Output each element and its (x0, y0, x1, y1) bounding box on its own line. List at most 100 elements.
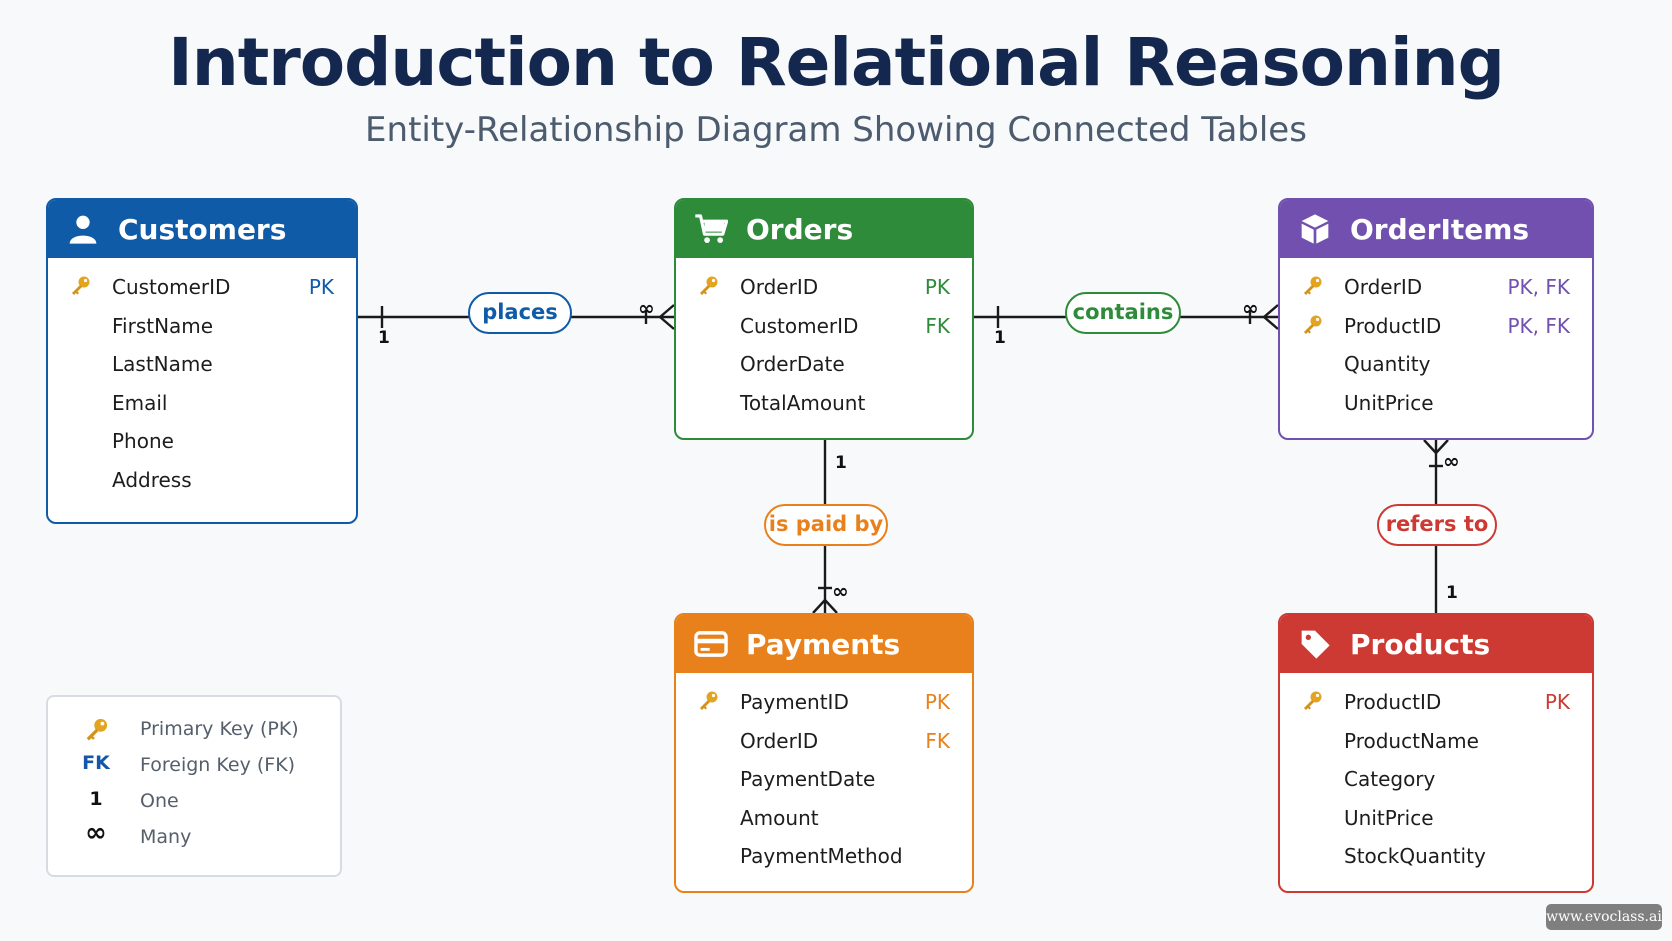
field-name: ProductID (1344, 690, 1442, 714)
relationship-label: places (468, 292, 572, 334)
field-row: StockQuantity (1280, 835, 1592, 874)
field-name: CustomerID (740, 313, 859, 338)
table-header: OrderItems (1280, 200, 1592, 258)
key-tag: PK (924, 275, 950, 299)
legend-row-fk: FK Foreign Key (FK) (48, 750, 340, 780)
table-title: Customers (118, 212, 287, 246)
field-name: Phone (112, 429, 174, 453)
crowfoot-mark (1263, 316, 1279, 330)
crowfoot-mark (1263, 304, 1279, 318)
field-row: PaymentMethod (676, 835, 972, 874)
crowfoot-mark (812, 599, 826, 614)
field-name: PaymentMethod (740, 844, 903, 868)
key-icon (1300, 274, 1324, 298)
relationship-label: contains (1065, 292, 1181, 334)
field-name: LastName (112, 352, 213, 376)
field-name: OrderID (740, 275, 819, 299)
watermark: www.evoclass.ai (1546, 904, 1662, 930)
page-title: Introduction to Relational Reasoning (168, 24, 1505, 101)
field-name: Quantity (1344, 352, 1431, 376)
field-row: UnitPrice (1280, 382, 1592, 421)
field-row: Address (48, 459, 356, 498)
legend-row-many: ∞ Many (48, 818, 340, 852)
crowfoot-mark (824, 599, 838, 614)
field-name: UnitPrice (1344, 805, 1434, 830)
field-name: Email (112, 390, 168, 415)
legend-label: One (140, 790, 179, 812)
field-row: OrderID PK (676, 266, 972, 305)
field-row: ProductID PK, FK (1280, 305, 1592, 344)
legend: Primary Key (PK) FK Foreign Key (FK) 1 O… (46, 695, 342, 877)
relationship-label: refers to (1377, 504, 1497, 546)
cart-icon (694, 212, 728, 246)
cardinality-many: ∞ (1443, 449, 1460, 473)
field-name: UnitPrice (1344, 390, 1434, 415)
field-row: Email (48, 382, 356, 421)
field-name: Amount (740, 805, 819, 830)
legend-label: Many (140, 826, 192, 848)
crowfoot-mark (1423, 439, 1437, 454)
table-title: Orders (746, 212, 854, 246)
price-tag-icon (1298, 627, 1332, 661)
key-icon (696, 274, 720, 298)
field-name: ProductName (1344, 728, 1479, 753)
legend-label: Primary Key (PK) (140, 718, 299, 740)
field-row: TotalAmount (676, 382, 972, 421)
key-tag: FK (925, 728, 950, 753)
key-icon (696, 689, 720, 713)
cardinality-one: 1 (994, 328, 1006, 348)
field-name: PaymentID (740, 690, 849, 714)
key-icon (68, 274, 92, 298)
key-tag: PK (1544, 690, 1570, 714)
table-title: Products (1350, 627, 1491, 661)
page-subtitle: Entity-Relationship Diagram Showing Conn… (365, 110, 1307, 150)
cardinality-one: 1 (378, 328, 390, 348)
table-header: Payments (676, 615, 972, 673)
field-row: OrderDate (676, 343, 972, 382)
key-tag: PK (308, 275, 334, 299)
field-name: Category (1344, 767, 1436, 791)
field-row: UnitPrice (1280, 797, 1592, 836)
legend-label: Foreign Key (FK) (140, 754, 296, 776)
field-name: ProductID (1344, 313, 1442, 338)
field-row: ProductName (1280, 720, 1592, 759)
crowfoot-mark (1435, 439, 1449, 454)
field-row: ProductID PK (1280, 681, 1592, 720)
table-title: OrderItems (1350, 212, 1530, 246)
field-row: Phone (48, 420, 356, 459)
legend-symbol: ∞ (85, 818, 107, 848)
legend-row-one: 1 One (48, 786, 340, 816)
table-header: Customers (48, 200, 356, 258)
field-row: Amount (676, 797, 972, 836)
field-name: TotalAmount (740, 390, 866, 415)
cardinality-many: ∞ (1242, 296, 1259, 320)
field-row: LastName (48, 343, 356, 382)
field-name: OrderDate (740, 352, 845, 376)
field-row: Category (1280, 758, 1592, 797)
field-name: StockQuantity (1344, 844, 1486, 868)
credit-card-icon (694, 627, 728, 661)
cardinality-many: ∞ (832, 579, 849, 603)
field-row: PaymentDate (676, 758, 972, 797)
key-icon (1300, 689, 1324, 713)
crowfoot-mark (659, 304, 675, 318)
key-tag: PK, FK (1507, 275, 1570, 299)
key-tag: PK, FK (1507, 313, 1570, 338)
table-header: Products (1280, 615, 1592, 673)
legend-symbol: 1 (89, 788, 103, 810)
cardinality-one: 1 (835, 453, 847, 473)
field-name: OrderID (740, 728, 819, 753)
cardinality-many: ∞ (638, 296, 655, 320)
field-name: PaymentDate (740, 767, 876, 791)
person-icon (66, 212, 100, 246)
relationship-label: is paid by (764, 504, 888, 546)
